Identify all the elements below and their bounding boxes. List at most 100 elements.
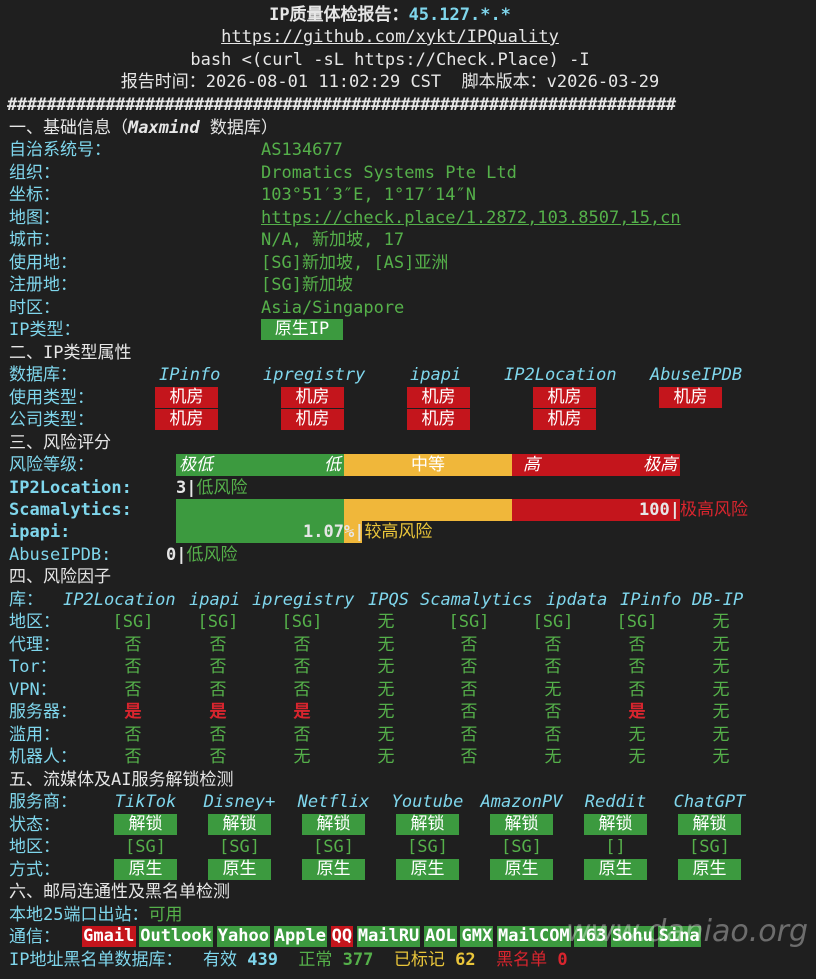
factor-lib-scamalytics: Scamalytics	[420, 590, 533, 610]
service-name: Netflix	[297, 792, 370, 812]
service-name: Youtube	[391, 792, 464, 812]
service-method-badge: 原生	[584, 859, 647, 880]
section4-title: 四、风险因子	[9, 567, 111, 587]
factor-region-cell: [SG]	[532, 612, 574, 632]
repo-link[interactable]: https://github.com/xykt/IPQuality	[221, 27, 559, 47]
db-ipinfo: IPinfo	[159, 365, 221, 385]
scamalytics-bar-yellow	[344, 499, 512, 521]
factor-tor-cell: 无	[377, 657, 395, 677]
scamalytics-score-label: Scamalytics:	[9, 500, 132, 520]
factor-region-label: 地区：	[9, 612, 60, 632]
unlock-region-label: 地区：	[9, 837, 60, 857]
section1-title-tail: 数据库）	[199, 118, 278, 138]
scamalytics-bar-green	[176, 499, 344, 521]
report-time-label: 报告时间：	[120, 72, 206, 92]
db-ipapi: ipapi	[410, 365, 462, 385]
mail-server-badge: Sina	[657, 926, 701, 947]
risk-level-label: 风险等级：	[9, 455, 94, 475]
service-label: 服务商：	[9, 792, 77, 812]
registry-label: 注册地：	[9, 275, 77, 295]
factor-tor-cell: 否	[124, 657, 142, 677]
usage-ip2location-badge: 机房	[533, 387, 596, 408]
service-status-badge: 解锁	[114, 814, 177, 835]
risk-level-low: 低	[324, 455, 341, 475]
risk-level-very-high: 极高	[643, 455, 677, 475]
factor-vpn-cell: 无	[377, 679, 395, 700]
factor-proxy-cell: 否	[209, 634, 227, 655]
factor-region-cell: [SG]	[112, 612, 154, 632]
coord-label: 坐标：	[9, 185, 60, 205]
mail-server-badge: Yahoo	[216, 926, 271, 947]
abuseipdb-score-value: 0	[166, 545, 177, 565]
org-value: Dromatics Systems Pte Ltd	[261, 163, 517, 183]
mail-server-badge: MailCOM	[496, 926, 571, 947]
service-method-badge: 原生	[490, 859, 553, 880]
service-region: [SG]	[407, 837, 448, 857]
usage-ipapi-badge: 机房	[407, 387, 470, 408]
factor-vpn-cell: 无	[712, 679, 730, 700]
factor-bot-cell: 无	[712, 747, 730, 767]
factor-abuse-cell: 无	[628, 724, 646, 745]
service-method-badge: 原生	[302, 859, 365, 880]
section2-title: 二、IP类型属性	[9, 343, 132, 363]
factor-proxy-cell: 否	[628, 634, 646, 655]
service-method-badge: 原生	[208, 859, 271, 880]
factor-server-cell: 无	[712, 702, 730, 722]
factor-lib-ipapi: ipapi	[189, 590, 241, 610]
service-name: ChatGPT	[673, 792, 746, 812]
mail-server-badge: Apple	[273, 926, 328, 947]
section6-title: 六、邮局连通性及黑名单检测	[9, 882, 230, 902]
db-ip2location: IP2Location	[504, 365, 617, 385]
abuseipdb-score-desc: 低风险	[186, 545, 238, 565]
coord-value: 103°51′3″E, 1°17′14″N	[261, 185, 476, 205]
report-title: IP质量体检报告：45.127.*.*	[0, 4, 780, 26]
factor-vpn-cell: 无	[544, 679, 562, 700]
port25-line: 本地25端口出站：可用	[9, 904, 182, 926]
port25-value: 可用	[148, 905, 183, 925]
mail-server-badge: AOL	[424, 926, 457, 947]
factor-abuse-cell: 否	[544, 724, 562, 745]
factor-region-cell: [SG]	[281, 612, 323, 632]
section1-title-text: 一、基础信息（	[9, 118, 128, 138]
factor-lib-ipregistry: ipregistry	[252, 590, 355, 610]
service-name: Disney+	[203, 792, 276, 812]
risk-scale-low: 极低 低	[176, 454, 344, 476]
ipapi-bar-yellow	[344, 521, 362, 543]
service-status-badge: 解锁	[584, 814, 647, 835]
abuseipdb-score-label: AbuseIPDB:	[9, 545, 112, 565]
scamalytics-score: 100|极高风险	[639, 500, 748, 520]
blacklist-black: 0	[557, 950, 568, 970]
factor-abuse-cell: 否	[460, 724, 478, 745]
factor-server-cell: 否	[544, 702, 562, 722]
scamalytics-bar-red	[512, 499, 680, 521]
report-time-value: 2026-08-01 11:02:29 CST	[205, 72, 442, 92]
map-link[interactable]: https://check.place/1.2872,103.8507,15,c…	[261, 208, 681, 228]
mail-label: 通信：	[9, 927, 60, 947]
company-ipapi-badge: 机房	[407, 409, 470, 430]
unlock-status-label: 状态：	[9, 815, 60, 835]
blacklist-marked-label: 已标记	[393, 950, 445, 970]
factor-vpn-cell: 否	[628, 679, 646, 700]
ipapi-score-value: 1.07%	[303, 522, 355, 542]
factor-abuse-cell: 否	[293, 724, 311, 745]
factor-abuse-cell: 无	[377, 724, 395, 745]
blacklist-normal-label: 正常	[298, 950, 333, 970]
service-region: [SG]	[501, 837, 542, 857]
section1-title: 一、基础信息（Maxmind 数据库）	[9, 117, 278, 139]
mail-server-badge: Sohu	[610, 926, 654, 947]
section1-db: Maxmind	[128, 118, 200, 138]
risk-level-very-low: 极低	[179, 455, 213, 475]
service-region: []	[605, 837, 626, 857]
scamalytics-score-desc: 极高风险	[679, 500, 748, 520]
factor-lib-ip2location: IP2Location	[63, 590, 176, 610]
ipapi-score-desc: 较高风险	[364, 522, 433, 542]
report-time-line: 报告时间：2026-08-01 11:02:29 CST 脚本版本：v2026-…	[0, 71, 780, 93]
factor-vpn-cell: 否	[209, 679, 227, 700]
section5-title: 五、流媒体及AI服务解锁检测	[9, 770, 234, 790]
factor-abuse-cell: 无	[712, 724, 730, 745]
db-label: 数据库：	[9, 365, 77, 385]
factor-region-cell: [SG]	[448, 612, 490, 632]
section3-title: 三、风险评分	[9, 433, 111, 453]
factor-region-cell: [SG]	[197, 612, 239, 632]
service-method-badge: 原生	[678, 859, 741, 880]
